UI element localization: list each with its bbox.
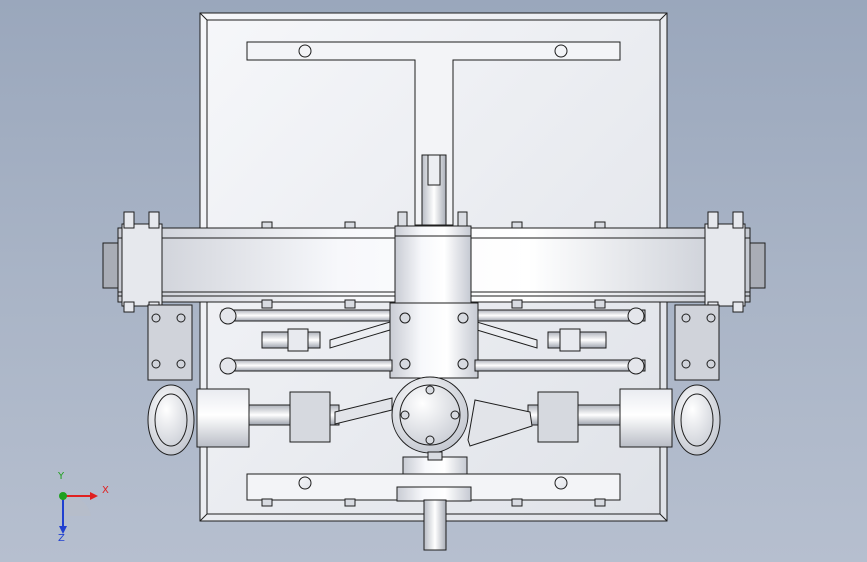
y-axis-label: Y — [58, 471, 65, 482]
bolt-hole — [554, 44, 568, 58]
central-hub-block[interactable] — [394, 211, 472, 305]
center-gearbox[interactable] — [389, 302, 479, 379]
vertical-shaft-top[interactable] — [421, 154, 447, 226]
left-cylinder[interactable] — [147, 384, 393, 456]
upper-linkage[interactable] — [219, 307, 646, 352]
right-cylinder[interactable] — [467, 384, 721, 456]
screw-row-mid — [261, 299, 606, 309]
lower-linkage[interactable] — [219, 357, 646, 375]
right-side-bracket[interactable] — [674, 304, 720, 381]
left-side-bracket[interactable] — [147, 304, 193, 381]
y-axis-dot — [59, 492, 67, 500]
z-axis-label: Z — [58, 533, 65, 544]
coordinate-triad: X Y Z — [44, 471, 114, 545]
left-beam-flange[interactable] — [121, 211, 163, 313]
center-drive-disk[interactable] — [391, 376, 469, 454]
bolt-hole — [298, 44, 312, 58]
right-beam-flange[interactable] — [704, 211, 746, 313]
t-bracket[interactable] — [246, 41, 621, 226]
x-axis-label: X — [102, 485, 109, 496]
bottom-output-shaft[interactable] — [396, 486, 472, 551]
